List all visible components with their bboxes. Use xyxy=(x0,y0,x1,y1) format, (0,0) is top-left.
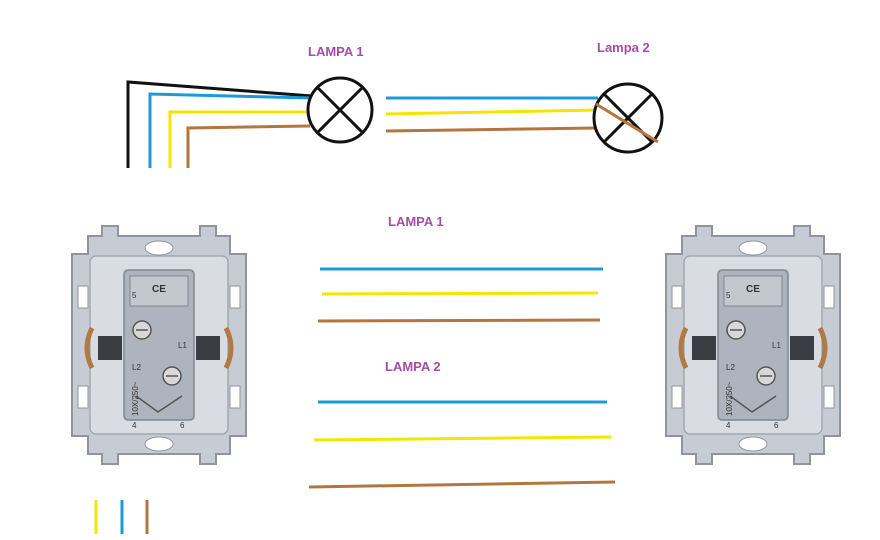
lamp-1-yellow-wire xyxy=(321,291,599,296)
lamp-2-yellow-wire xyxy=(313,435,612,442)
switch-right-terminal-4: 4 xyxy=(726,421,731,430)
switch-right-terminal-l1: L1 xyxy=(772,341,781,350)
lamp-2-brown-wire xyxy=(308,480,616,489)
mid-lamp-1-label: LAMPA 1 xyxy=(388,214,444,229)
wire-black-feed xyxy=(126,80,313,168)
wire-brown-link xyxy=(385,126,597,133)
switch-right: CE 5 L1 L2 4 6 10X/250~ xyxy=(666,226,840,464)
switch-left-terminal-l1: L1 xyxy=(178,341,187,350)
bottom-wire-stubs xyxy=(94,500,149,534)
switch-right-terminal-6: 6 xyxy=(774,421,779,430)
switch-left: CE 5 L1 L2 4 6 10X/250~ xyxy=(72,226,246,464)
switch-left-terminal-6: 6 xyxy=(180,421,185,430)
switch-left-terminal-l2: L2 xyxy=(132,363,141,372)
switch-right-terminal-l2: L2 xyxy=(726,363,735,372)
middle-wiring: LAMPA 1 LAMPA 2 xyxy=(308,214,616,489)
lamp-1-symbol xyxy=(306,76,374,144)
switch-right-ce-mark: CE xyxy=(746,284,760,295)
switch-left-terminal-4: 4 xyxy=(132,421,137,430)
mid-lamp-2-label: LAMPA 2 xyxy=(385,359,441,374)
switch-right-rating: 10X/250~ xyxy=(725,381,734,416)
switch-right-terminal-5: 5 xyxy=(726,291,731,300)
wire-yellow-link xyxy=(385,108,599,116)
switch-left-rating: 10X/250~ xyxy=(131,381,140,416)
lamp-1-brown-wire xyxy=(317,318,601,323)
top-lamp-2-label: Lampa 2 xyxy=(597,40,650,55)
wire-yellow-feed xyxy=(168,110,312,168)
switch-left-ce-mark: CE xyxy=(152,284,166,295)
wire-brown-feed xyxy=(186,124,311,168)
lamp-2-symbol xyxy=(592,82,664,154)
top-schematic: LAMPA 1 Lampa 2 xyxy=(126,40,664,168)
wire-blue-feed xyxy=(148,92,313,168)
top-lamp-1-label: LAMPA 1 xyxy=(308,44,364,59)
switch-left-terminal-5: 5 xyxy=(132,291,137,300)
